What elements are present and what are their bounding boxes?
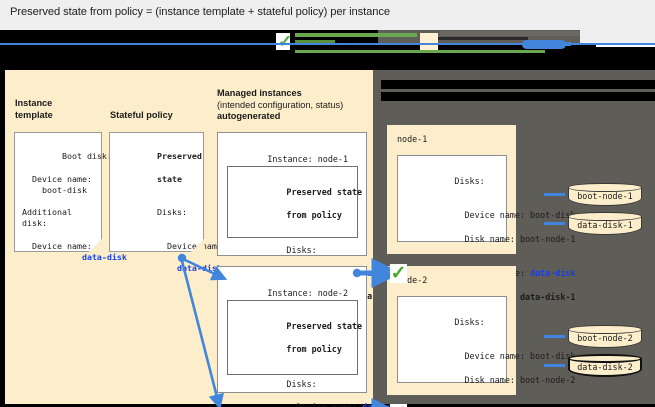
managed-instance-label-1: Instance: node-1 (267, 153, 349, 164)
artifact-white-right (580, 30, 655, 44)
heading-managed-instances-line2: (intended configuration, status) (217, 99, 344, 110)
heading-stateful-policy: Stateful policy (110, 110, 173, 120)
node-disks-box-1: Disks: Device name: boot-disk Disk name:… (397, 155, 575, 302)
artifact-cream-box (420, 33, 438, 50)
node-data-device-value-1: data-disk (530, 268, 576, 279)
cylinder-top (568, 325, 642, 334)
card-fold-cut-icon (89, 239, 102, 252)
heading-managed-instances: Managed instances (intended configuratio… (217, 88, 343, 123)
panel-actual-instances: node-1 Disks: Device name: boot-disk Dis… (373, 70, 655, 404)
disk-link-stub-1 (544, 193, 565, 196)
cylinder-top (568, 183, 642, 192)
artifact-green-bar-long (295, 50, 545, 53)
cylinder-label: boot-node-2 (577, 333, 633, 343)
diagram-area: Instance template Stateful policy Manage… (0, 62, 655, 407)
disk-cylinder-boot-node-2: boot-node-2 (568, 325, 642, 348)
instance-template-lines: Boot disk: Device name: boot-disk Additi… (22, 151, 112, 251)
instance-template-card: Boot disk: Device name: boot-disk Additi… (14, 132, 127, 262)
disk-cylinder-data-disk-1: data-disk-1 (568, 212, 642, 235)
managed-instance-label-2: Instance: node-2 (267, 287, 349, 298)
disk-link-stub-4 (544, 364, 565, 367)
managed-instance-card-node-1: Instance: node-1 Preserved state from po… (217, 132, 407, 301)
panel-instance-config: Instance template Stateful policy Manage… (5, 70, 407, 407)
cylinder-label: data-disk-1 (577, 220, 633, 230)
preserved-state-device-label-2: Device name: (286, 401, 363, 407)
preserved-state-disks-label-2: Disks: (286, 378, 317, 389)
node-disks-box-2: Disks: Device name: boot-disk Disk name:… (397, 296, 575, 385)
check-mark-icon: ✓ (278, 32, 293, 51)
node-boot-diskname-2: Disk name: boot-node-2 (454, 374, 576, 385)
cylinder-body (568, 216, 642, 235)
card-fold-cut-icon (191, 239, 204, 252)
node-disks-label-1: Disks: (454, 175, 485, 186)
compressed-artifact-band: ✓ (0, 30, 655, 62)
heading-managed-instances-line3: autogenerated (217, 111, 281, 121)
disk-cylinder-boot-node-1: boot-node-1 (568, 183, 642, 206)
preserved-state-box-node-1: Preserved state from policy Disks: Devic… (227, 166, 407, 301)
stateful-policy-device-value: data-disk (156, 263, 222, 274)
cylinder-body (568, 329, 642, 348)
redacted-heading-line-2 (381, 92, 655, 101)
node-boot-device-2: Device name: boot-disk (454, 351, 576, 362)
node-card-2: node-2 Disks: Device name: boot-disk Dis… (387, 266, 575, 395)
disk-link-stub-3 (544, 335, 565, 338)
stateful-policy-title-1: Preserved (156, 151, 202, 162)
instance-template-data-disk: data-disk (61, 252, 127, 263)
preserved-state-box-node-2: Preserved state from policy Disks: Devic… (227, 300, 407, 407)
page-title: Preserved state from policy = (instance … (10, 6, 391, 18)
preserved-state-title-2b: from policy (286, 343, 342, 354)
node-name-2: node-2 (397, 275, 428, 285)
artifact-blue-line (0, 43, 655, 46)
preserved-state-title-1b: from policy (286, 209, 342, 220)
check-mark-icon-node-1: ✓ (390, 263, 407, 284)
cylinder-top (568, 212, 642, 221)
heading-instance-template: Instance template (15, 98, 53, 120)
redacted-heading-line-1 (381, 80, 655, 89)
node-boot-device-1: Device name: boot-disk (454, 210, 576, 221)
node-disks-label-2: Disks: (454, 316, 485, 327)
preserved-state-disks-label-1: Disks: (286, 244, 317, 255)
check-mark-icon-node-2: ✓ (390, 404, 407, 407)
artifact-blue-blob-tail (553, 42, 571, 46)
node-boot-diskname-1: Disk name: boot-node-1 (454, 233, 576, 244)
cylinder-label: boot-node-1 (577, 191, 633, 201)
cylinder-top (568, 354, 642, 363)
preserved-state-title-1a: Preserved state (286, 186, 363, 197)
cylinder-body (568, 358, 642, 377)
disk-cylinder-data-disk-2: data-disk-2 (568, 354, 642, 377)
artifact-check-backdrop (276, 33, 290, 50)
cylinder-label: data-disk-2 (577, 362, 633, 372)
artifact-gray-block-secondary (440, 31, 598, 36)
disk-link-stub-2 (544, 222, 565, 225)
node-data-diskname-value-1: data-disk-1 (519, 291, 576, 302)
stateful-policy-device-label: Device name: (156, 240, 227, 251)
stateful-policy-title-2: state (156, 173, 182, 184)
stateful-policy-disks-label: Disks: (156, 207, 187, 218)
artifact-green-bar-short (295, 40, 335, 43)
artifact-dark-stripe (438, 37, 528, 40)
cylinder-body (568, 187, 642, 206)
managed-instance-card-node-2: Instance: node-2 Preserved state from po… (217, 266, 407, 407)
node-name-1: node-1 (397, 134, 428, 144)
artifact-green-bar (295, 33, 417, 37)
stateful-policy-card: Preserved state Disks: Device name: data… (109, 132, 227, 273)
heading-managed-instances-line1: Managed instances (217, 88, 302, 98)
artifact-blue-blob (522, 40, 566, 49)
node-card-1: node-1 Disks: Device name: boot-disk Dis… (387, 125, 575, 302)
preserved-state-title-2a: Preserved state (286, 320, 363, 331)
